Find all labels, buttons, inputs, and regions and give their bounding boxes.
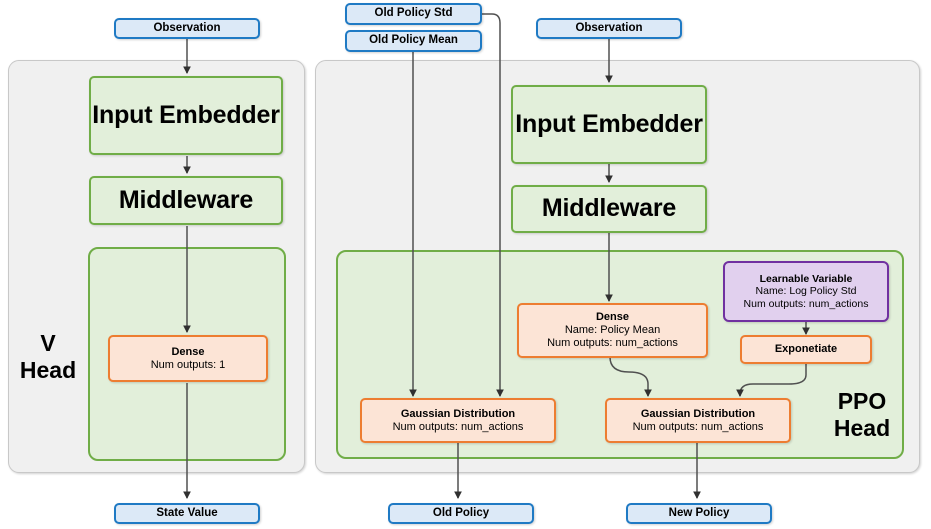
v-dense-block[interactable]: Dense Num outputs: 1 <box>108 335 268 382</box>
v-dense-num-outputs: Num outputs: 1 <box>150 358 226 371</box>
v-middleware-label: Middleware <box>118 185 254 214</box>
ppo-dense-num-outputs: Num outputs: num_actions <box>547 336 678 349</box>
ppo-head-label: PPO Head <box>822 388 902 441</box>
input-old-policy-std-label: Old Policy Std <box>374 7 453 20</box>
ppo-input-embedder-label: Input Embedder <box>515 109 703 138</box>
ppo-head-label-line2: Head <box>833 414 891 441</box>
ppo-dense-policy-mean-block[interactable]: Dense Name: Policy Mean Num outputs: num… <box>517 303 708 358</box>
v-input-embedder-label: Input Embedder <box>92 100 280 129</box>
ppo-dense-name: Name: Policy Mean <box>564 324 661 337</box>
exponetiate-label: Exponetiate <box>774 343 838 356</box>
output-new-policy-label: New Policy <box>668 506 730 519</box>
v-input-embedder-block[interactable]: Input Embedder <box>89 76 283 155</box>
input-observation-v[interactable]: Observation <box>114 18 260 39</box>
ppo-middleware-block[interactable]: Middleware <box>511 185 707 233</box>
gaussian-old-num-outputs: Num outputs: num_actions <box>392 420 524 433</box>
v-head-label-line2: Head <box>19 356 77 383</box>
input-old-policy-std[interactable]: Old Policy Std <box>345 3 482 25</box>
v-head-label-line1: V <box>40 330 56 356</box>
gaussian-new-title: Gaussian Distribution <box>640 407 756 420</box>
input-old-policy-mean-label: Old Policy Mean <box>369 34 458 47</box>
input-observation-v-label: Observation <box>153 21 221 34</box>
output-state-value[interactable]: State Value <box>114 503 260 524</box>
v-middleware-block[interactable]: Middleware <box>89 176 283 225</box>
input-observation-ppo-label: Observation <box>575 21 643 34</box>
learnable-variable-block[interactable]: Learnable Variable Name: Log Policy Std … <box>723 261 889 322</box>
learnable-variable-name: Name: Log Policy Std <box>755 285 857 298</box>
input-observation-ppo[interactable]: Observation <box>536 18 682 39</box>
exponetiate-block[interactable]: Exponetiate <box>740 335 872 364</box>
gaussian-distribution-old-block[interactable]: Gaussian Distribution Num outputs: num_a… <box>360 398 556 443</box>
ppo-head-label-line1: PPO <box>837 388 887 414</box>
v-dense-title: Dense <box>171 345 205 358</box>
output-old-policy-label: Old Policy <box>432 506 490 519</box>
output-new-policy[interactable]: New Policy <box>626 503 772 524</box>
ppo-input-embedder-block[interactable]: Input Embedder <box>511 85 707 164</box>
gaussian-new-num-outputs: Num outputs: num_actions <box>632 420 764 433</box>
output-state-value-label: State Value <box>156 506 218 519</box>
v-head-label: V Head <box>12 330 84 383</box>
input-old-policy-mean[interactable]: Old Policy Mean <box>345 30 482 52</box>
learnable-variable-num-outputs: Num outputs: num_actions <box>743 297 869 310</box>
gaussian-distribution-new-block[interactable]: Gaussian Distribution Num outputs: num_a… <box>605 398 791 443</box>
gaussian-old-title: Gaussian Distribution <box>400 407 516 420</box>
learnable-variable-title: Learnable Variable <box>759 272 853 285</box>
ppo-middleware-label: Middleware <box>541 194 677 223</box>
ppo-dense-title: Dense <box>595 311 630 324</box>
output-old-policy[interactable]: Old Policy <box>388 503 534 524</box>
